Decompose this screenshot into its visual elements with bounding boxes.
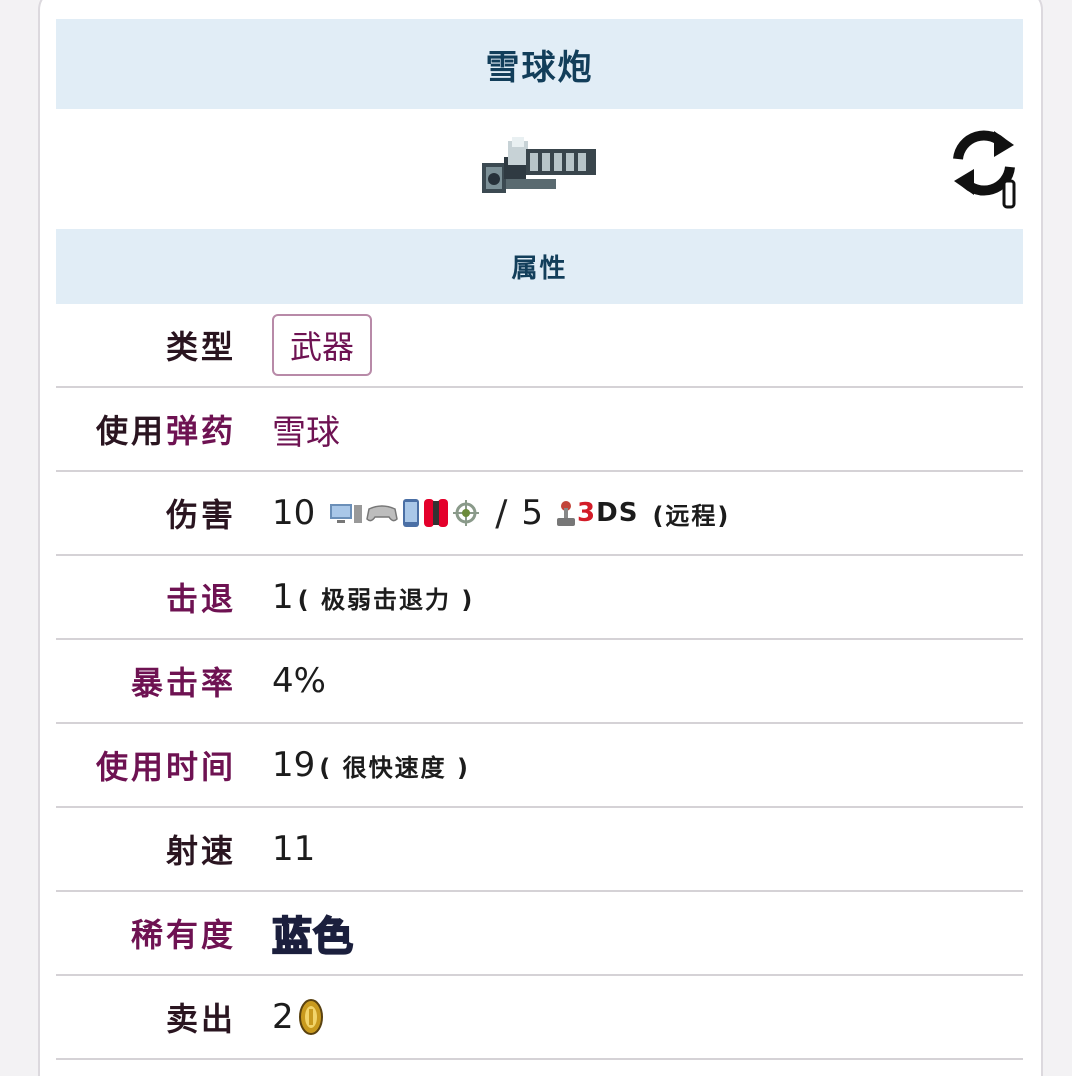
knockback-number: 1 bbox=[272, 577, 294, 617]
row-sell: 卖出 2 bbox=[56, 976, 1023, 1060]
row-damage: 伤害 10 / 5 3DS (远程) bbox=[56, 472, 1023, 556]
use-time-note: ( 很快速度 ) bbox=[319, 753, 470, 782]
knockback-label[interactable]: 击退 bbox=[165, 580, 236, 618]
sell-label: 卖出 bbox=[165, 1000, 236, 1038]
damage-label: 伤害 bbox=[165, 496, 236, 534]
type-tag[interactable]: 武器 bbox=[272, 314, 373, 376]
velocity-label: 射速 bbox=[165, 832, 236, 870]
ammo-value: 雪球 bbox=[272, 405, 340, 454]
sell-amount: 2 bbox=[272, 997, 294, 1037]
attributes-heading: 属性 bbox=[511, 254, 568, 284]
attributes-table: 类型 武器 使用弹药 雪球 伤害 10 / 5 3DS (远程) bbox=[56, 304, 1023, 1060]
rarity-value: 蓝色 bbox=[271, 904, 354, 962]
3ds-label: 3DS bbox=[577, 498, 638, 528]
gold-coin-icon bbox=[298, 999, 323, 1035]
knockback-value: 1 ( 极弱击退力 ) bbox=[272, 577, 474, 617]
3ds-letters: DS bbox=[596, 498, 639, 528]
item-image-row bbox=[56, 109, 1023, 229]
platform-icons bbox=[329, 498, 481, 528]
row-type: 类型 武器 bbox=[56, 304, 1023, 388]
knockback-note: ( 极弱击退力 ) bbox=[297, 585, 475, 614]
damage-alt: 5 bbox=[521, 493, 544, 533]
mobile-icon bbox=[403, 499, 420, 527]
row-use-time: 使用时间 19 ( 很快速度 ) bbox=[56, 724, 1023, 808]
rarity-badge: 蓝色 bbox=[271, 913, 354, 961]
ammo-label: 使用弹药 bbox=[56, 406, 236, 452]
3ds-digit: 3 bbox=[577, 498, 597, 528]
type-label: 类型 bbox=[165, 328, 236, 366]
use-time-label[interactable]: 使用时间 bbox=[95, 748, 236, 786]
damage-type-note: (远程) bbox=[652, 501, 731, 530]
use-time-number: 19 bbox=[272, 745, 316, 785]
ammo-label-link[interactable]: 弹药 bbox=[165, 412, 236, 450]
old-gen-console-icon bbox=[557, 501, 576, 526]
desktop-icon bbox=[330, 504, 363, 523]
row-knockback: 击退 1 ( 极弱击退力 ) bbox=[56, 556, 1023, 640]
tmodloader-icon bbox=[453, 500, 480, 526]
type-value: 武器 bbox=[272, 314, 373, 376]
row-velocity: 射速 11 bbox=[56, 808, 1023, 892]
switch-icon bbox=[424, 499, 449, 527]
snowball-cannon-icon bbox=[482, 137, 596, 193]
item-title-bar: 雪球炮 bbox=[56, 19, 1023, 109]
use-time-value: 19 ( 很快速度 ) bbox=[272, 745, 470, 785]
velocity-value: 11 bbox=[272, 829, 316, 869]
ammo-label-use: 使用 bbox=[95, 412, 166, 450]
damage-main: 10 bbox=[272, 493, 316, 533]
damage-separator: / bbox=[495, 492, 508, 534]
console-controller-icon bbox=[366, 505, 399, 522]
swap-icon[interactable] bbox=[948, 123, 1020, 209]
attributes-header: 属性 bbox=[56, 229, 1023, 304]
item-title: 雪球炮 bbox=[485, 47, 594, 88]
damage-value: 10 / 5 3DS (远程) bbox=[272, 493, 730, 534]
row-ammo: 使用弹药 雪球 bbox=[56, 388, 1023, 472]
row-crit: 暴击率 4% bbox=[56, 640, 1023, 724]
sell-value: 2 bbox=[272, 997, 324, 1037]
row-rarity: 稀有度 蓝色 bbox=[56, 892, 1023, 976]
ammo-link[interactable]: 雪球 bbox=[272, 412, 340, 453]
crit-value: 4% bbox=[272, 661, 326, 701]
crit-label[interactable]: 暴击率 bbox=[130, 664, 236, 702]
rarity-label[interactable]: 稀有度 bbox=[130, 916, 236, 954]
